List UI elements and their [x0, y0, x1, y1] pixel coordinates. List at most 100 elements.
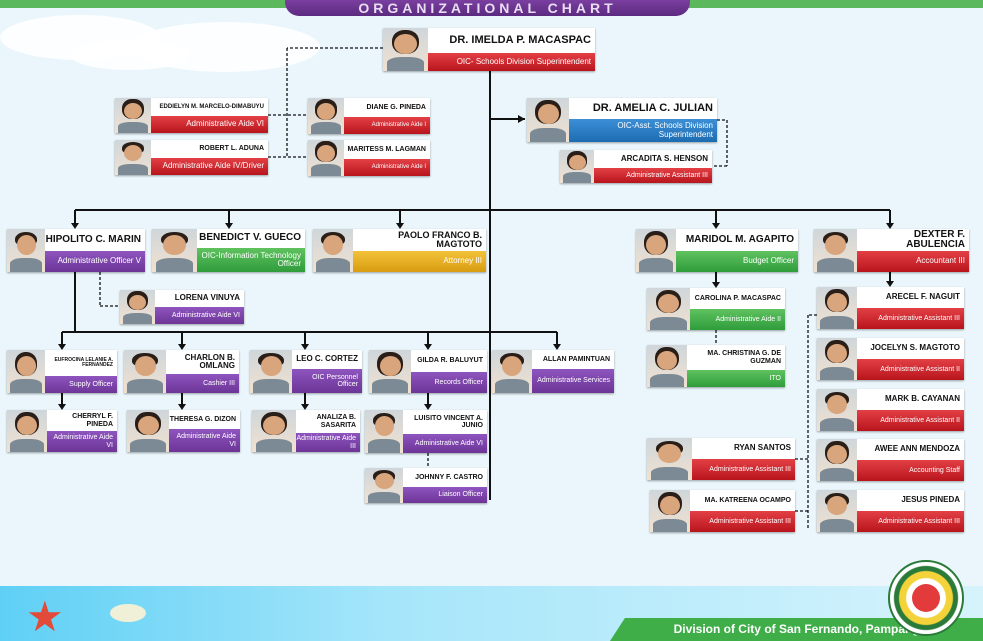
- photo-shoulders: [155, 258, 194, 272]
- person-title: Attorney III: [353, 251, 486, 272]
- photo-face: [124, 102, 142, 119]
- photo-face: [657, 350, 677, 371]
- person-photo-icon: [817, 338, 857, 380]
- arrowhead-icon: [178, 404, 186, 410]
- photo-shoulders: [820, 518, 854, 532]
- person-title: Cashier III: [166, 374, 239, 393]
- person-photo-icon: [7, 229, 45, 272]
- arrowhead-icon: [71, 223, 79, 229]
- person-title: OIC- Schools Division Superintendent: [428, 53, 595, 71]
- person-title: Administrative Assistant II: [857, 410, 964, 431]
- person-name: DR. IMELDA P. MACASPAC: [449, 33, 591, 46]
- person-name: MARIDOL M. AGAPITO: [685, 233, 794, 245]
- person-name: MA. KATREENA OCAMPO: [704, 496, 791, 504]
- photo-face: [827, 292, 847, 313]
- person-photo-icon: [560, 150, 594, 183]
- person-photo-icon: [817, 490, 857, 532]
- photo-face: [17, 415, 37, 436]
- bird-icon: [110, 604, 146, 622]
- person-name: EDDIELYN M. MARCELO-DIMABUYU: [159, 103, 264, 110]
- photo-shoulders: [122, 313, 153, 324]
- photo-face: [374, 416, 394, 436]
- person-photo-icon: [365, 468, 403, 503]
- photo-face: [827, 495, 847, 516]
- arrowhead-icon: [712, 223, 720, 229]
- photo-shoulders: [386, 57, 425, 71]
- person-photo-icon: [369, 350, 411, 393]
- arrowhead-icon: [301, 344, 309, 350]
- photo-shoulders: [562, 172, 592, 183]
- footer-text: Division of City of San Fernando, Pampan…: [673, 622, 927, 636]
- photo-face: [827, 343, 847, 364]
- person-name: DIANE G. PINEDA: [366, 103, 426, 111]
- person-photo-icon: [647, 438, 692, 480]
- person-name: HIPOLITO C. MARIN: [45, 233, 141, 245]
- person-photo-icon: [527, 98, 569, 142]
- header-band: [285, 0, 690, 16]
- person-title: Administrative Aide II: [690, 309, 785, 330]
- person-name: BENEDICT V. GUECO: [199, 232, 301, 244]
- photo-shoulders: [10, 438, 44, 452]
- photo-shoulders: [820, 417, 854, 431]
- photo-shoulders: [653, 518, 687, 532]
- person-photo-icon: [814, 229, 857, 272]
- photo-face: [827, 444, 847, 465]
- header-accent-right: [663, 0, 983, 8]
- person-name: MARITESS M. LAGMAN: [347, 145, 426, 153]
- person-title: Administrative Aide I: [344, 159, 430, 176]
- person-photo-icon: [120, 290, 155, 324]
- person-title: Administrative Aide VI: [403, 434, 487, 453]
- photo-shoulders: [530, 127, 566, 142]
- person-name: PAOLO FRANCO B. MAGTOTO: [398, 229, 482, 249]
- person-title: Administrative Assistant III: [690, 511, 795, 532]
- person-title: Administrative Aide VI: [151, 116, 268, 133]
- photo-face: [827, 394, 847, 415]
- person-name: ARECEL F. NAGUIT: [885, 292, 960, 302]
- person-title: Records Officer: [411, 372, 487, 393]
- photo-shoulders: [255, 438, 293, 452]
- photo-face: [134, 356, 156, 376]
- photo-shoulders: [817, 258, 854, 272]
- org-card-ocampo: MA. KATREENA OCAMPO Administrative Assist…: [650, 490, 795, 532]
- person-photo-icon: [817, 287, 857, 329]
- arrowhead-icon: [518, 115, 525, 123]
- photo-shoulders: [368, 491, 400, 503]
- arrowhead-icon: [553, 344, 561, 350]
- person-title: Accounting Staff: [857, 460, 964, 481]
- photo-shoulders: [368, 439, 400, 453]
- cloud-decoration: [70, 40, 190, 70]
- photo-face: [568, 154, 586, 170]
- person-title: Administrative Aide III: [296, 433, 360, 452]
- person-title: Administrative Assistant III: [594, 168, 712, 183]
- person-title: ITO: [687, 370, 785, 387]
- photo-shoulders: [820, 366, 854, 380]
- photo-shoulders: [316, 258, 350, 272]
- photo-shoulders: [310, 164, 342, 176]
- person-photo-icon: [124, 350, 166, 393]
- header-bar: ORGANIZATIONAL CHART: [0, 0, 983, 18]
- seal-center: [912, 584, 940, 612]
- person-title: Administrative Aide VI: [155, 307, 244, 324]
- person-title: Administrative Aide I: [344, 117, 430, 134]
- photo-face: [124, 144, 142, 161]
- person-photo-icon: [817, 389, 857, 431]
- person-name: DR. AMELIA C. JULIAN: [592, 101, 713, 114]
- photo-face: [502, 356, 522, 376]
- photo-face: [128, 294, 147, 311]
- person-photo-icon: [492, 350, 532, 393]
- photo-face: [317, 103, 335, 120]
- person-name: MARK B. CAYANAN: [885, 394, 960, 404]
- person-photo-icon: [817, 439, 857, 481]
